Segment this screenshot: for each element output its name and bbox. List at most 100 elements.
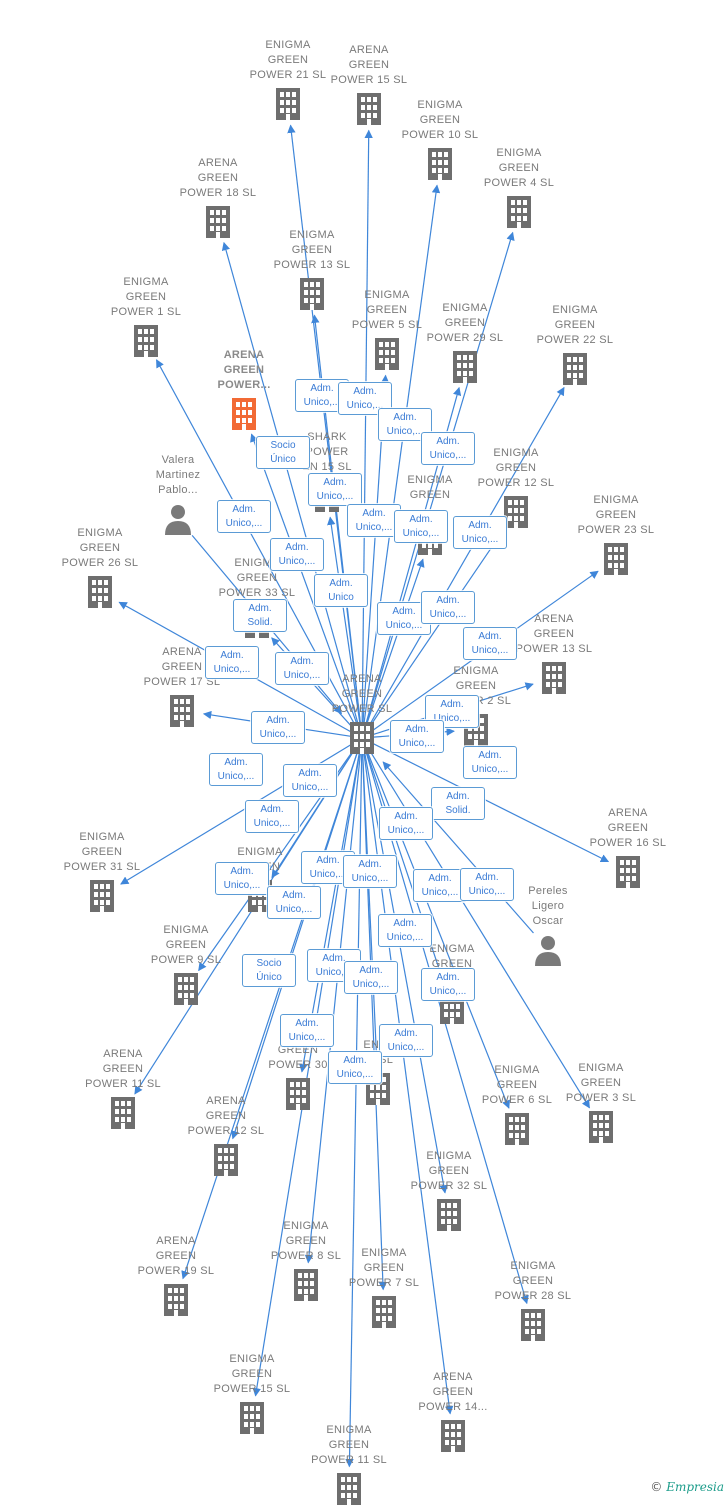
edge-egmid3 — [363, 745, 447, 988]
relation-badge[interactable]: Adm. Unico,... — [328, 1051, 382, 1084]
relation-badge[interactable]: Adm. Unico,... — [251, 711, 305, 744]
edge-eg32 — [362, 745, 448, 1194]
building-icon — [206, 205, 230, 238]
node-eg3[interactable]: ENIGMA GREEN POWER 3 SL — [541, 1061, 661, 1145]
relation-badge[interactable]: Adm. Unico,... — [421, 591, 475, 624]
relation-badge[interactable]: Adm. Unico,... — [463, 746, 517, 779]
relation-badge[interactable]: Adm. Solid. — [233, 599, 287, 632]
edge-shark — [327, 516, 362, 731]
node-label: ENIGMA GREEN POWER 4 SL — [483, 146, 555, 189]
node-label: ENIGMA GREEN POWER 21 SL — [249, 38, 327, 81]
brand-logo[interactable]: Empresia — [666, 1480, 724, 1494]
node-eg8[interactable]: ENIGMA GREEN POWER 8 SL — [246, 1219, 366, 1303]
relation-badge[interactable]: Adm. Unico,... — [463, 627, 517, 660]
node-eg6[interactable]: ENIGMA GREEN POWER 6 SL — [457, 1063, 577, 1147]
relation-badge[interactable]: Adm. Unico,... — [344, 961, 398, 994]
relation-badge[interactable]: Adm. Unico — [314, 574, 368, 607]
node-label: ARENA GREEN POWER 16 SL — [589, 806, 667, 849]
relation-badge[interactable]: Socio Único — [256, 436, 310, 469]
relation-badge[interactable]: Adm. Solid. — [431, 787, 485, 820]
node-eg10[interactable]: ENIGMA GREEN POWER 10 SL — [380, 98, 500, 182]
node-eg15[interactable]: ENIGMA GREEN POWER 15 SL — [192, 1352, 312, 1436]
node-ag11[interactable]: ARENA GREEN POWER 11 SL — [63, 1047, 183, 1131]
node-label: ARENA GREEN POWER 17 SL — [143, 645, 221, 688]
relation-badge[interactable]: Adm. Unico,... — [379, 807, 433, 840]
node-eg5[interactable]: ENIGMA GREEN POWER 5 SL — [327, 288, 447, 372]
relation-badge[interactable]: Adm. Unico,... — [394, 510, 448, 543]
node-label: Valera Martinez Pablo... — [155, 453, 201, 496]
node-eg28[interactable]: ENIGMA GREEN POWER 28 SL — [473, 1259, 593, 1343]
node-ag13[interactable]: ARENA GREEN POWER 13 SL — [494, 612, 614, 696]
node-ag17[interactable]: ARENA GREEN POWER 17 SL — [122, 645, 242, 729]
building-icon — [372, 1295, 396, 1328]
node-ag16[interactable]: ARENA GREEN POWER 16 SL — [568, 806, 688, 890]
relation-badge[interactable]: Adm. Unico,... — [215, 862, 269, 895]
node-ag15a[interactable]: ARENA GREEN POWER 15 SL — [309, 43, 429, 127]
relation-badge[interactable]: Adm. Unico,... — [280, 1014, 334, 1047]
relation-badge[interactable]: Adm. Unico,... — [453, 516, 507, 549]
relation-badge[interactable]: Adm. Unico,... — [217, 500, 271, 533]
relation-badge[interactable]: Adm. Unico,... — [205, 646, 259, 679]
relation-badge[interactable]: Adm. Unico,... — [378, 914, 432, 947]
node-ag18[interactable]: ARENA GREEN POWER 18 SL — [158, 156, 278, 240]
relation-badge[interactable]: Adm. Unico,... — [245, 800, 299, 833]
node-eg11[interactable]: ENIGMA GREEN POWER 11 SL — [289, 1423, 409, 1507]
edge-egmid — [364, 558, 425, 731]
edge-eg10 — [362, 184, 441, 731]
node-eg21[interactable]: ENIGMA GREEN POWER 21 SL — [228, 38, 348, 122]
node-eg31[interactable]: ENIGMA GREEN POWER 31 SL — [42, 830, 162, 914]
node-label: ENIGMA GREEN POWER 33 SL — [218, 556, 296, 599]
relation-badge[interactable]: Adm. Unico,... — [421, 968, 475, 1001]
building-icon — [337, 1472, 361, 1505]
node-ag14[interactable]: ARENA GREEN POWER 14... — [393, 1370, 513, 1454]
node-valera[interactable]: Valera Martinez Pablo... — [118, 453, 238, 537]
node-agfocus[interactable]: ARENA GREEN POWER... — [184, 348, 304, 432]
relation-badge[interactable]: Adm. Unico,... — [413, 869, 467, 902]
node-eg32[interactable]: ENIGMA GREEN POWER 32 SL — [389, 1149, 509, 1233]
building-icon — [174, 972, 198, 1005]
building-icon — [521, 1308, 545, 1341]
node-ag12[interactable]: ARENA GREEN POWER 12 SL — [166, 1094, 286, 1178]
node-label: ENIGMA GREEN POWER 11 SL — [311, 1423, 387, 1466]
node-eg26[interactable]: ENIGMA GREEN POWER 26 SL — [40, 526, 160, 610]
relation-badge[interactable]: Adm. Unico,... — [209, 753, 263, 786]
node-label: ARENA GREEN POWER SL — [331, 673, 393, 715]
node-eg22[interactable]: ENIGMA GREEN POWER 22 SL — [515, 303, 635, 387]
node-eg4[interactable]: ENIGMA GREEN POWER 4 SL — [459, 146, 579, 230]
node-label: ENIGMA GREEN POWER 7 SL — [348, 1246, 420, 1289]
node-pereles[interactable]: Pereles Ligero Oscar — [488, 884, 608, 968]
node-label: ARENA GREEN POWER 15 SL — [330, 43, 408, 86]
node-label: ENIGMA GREEN POWER 28 SL — [494, 1259, 572, 1302]
node-label: ENIGMA GREEN POWER 9 SL — [150, 923, 222, 966]
building-icon — [134, 324, 158, 357]
building-icon — [350, 722, 374, 754]
relation-badge[interactable]: Adm. Unico,... — [379, 1024, 433, 1057]
relation-badge[interactable]: Adm. Unico,... — [267, 886, 321, 919]
relation-badge[interactable]: Adm. Unico,... — [308, 473, 362, 506]
building-icon — [375, 337, 399, 370]
relation-badge[interactable]: Adm. Unico,... — [275, 652, 329, 685]
building-icon — [276, 87, 300, 120]
node-eg29[interactable]: ENIGMA GREEN POWER 29 SL — [405, 301, 525, 385]
relation-badge[interactable]: Adm. Unico,... — [425, 695, 479, 728]
node-eg1[interactable]: ENIGMA GREEN POWER 1 SL — [86, 275, 206, 359]
node-label: ENIGMA GREEN POWER 15 SL — [213, 1352, 291, 1395]
node-eg23[interactable]: ENIGMA GREEN POWER 23 SL — [556, 493, 676, 577]
node-eg12[interactable]: ENIGMA GREEN POWER 12 SL — [456, 446, 576, 530]
relation-badge[interactable]: Adm. Unico,... — [283, 764, 337, 797]
relation-badge[interactable]: Adm. Unico,... — [390, 720, 444, 753]
relation-badge[interactable]: Adm. Unico,... — [270, 538, 324, 571]
relation-badge[interactable]: Adm. Unico,... — [343, 855, 397, 888]
node-eg13[interactable]: ENIGMA GREEN POWER 13 SL — [252, 228, 372, 312]
node-ag19[interactable]: ARENA GREEN POWER 19 SL — [116, 1234, 236, 1318]
building-icon — [507, 195, 531, 228]
building-icon — [453, 350, 477, 383]
relation-badge[interactable]: Socio Único — [242, 954, 296, 987]
relation-badge[interactable]: Adm. Unico,... — [421, 432, 475, 465]
building-icon — [441, 1419, 465, 1452]
relation-badge[interactable]: Adm. Unico,... — [347, 504, 401, 537]
relation-badge[interactable]: Adm. Unico,... — [460, 868, 514, 901]
node-eg7[interactable]: ENIGMA GREEN POWER 7 SL — [324, 1246, 444, 1330]
node-eg9[interactable]: ENIGMA GREEN POWER 9 SL — [126, 923, 246, 1007]
center-company-node[interactable]: ARENA GREEN POWER SL — [302, 672, 422, 756]
